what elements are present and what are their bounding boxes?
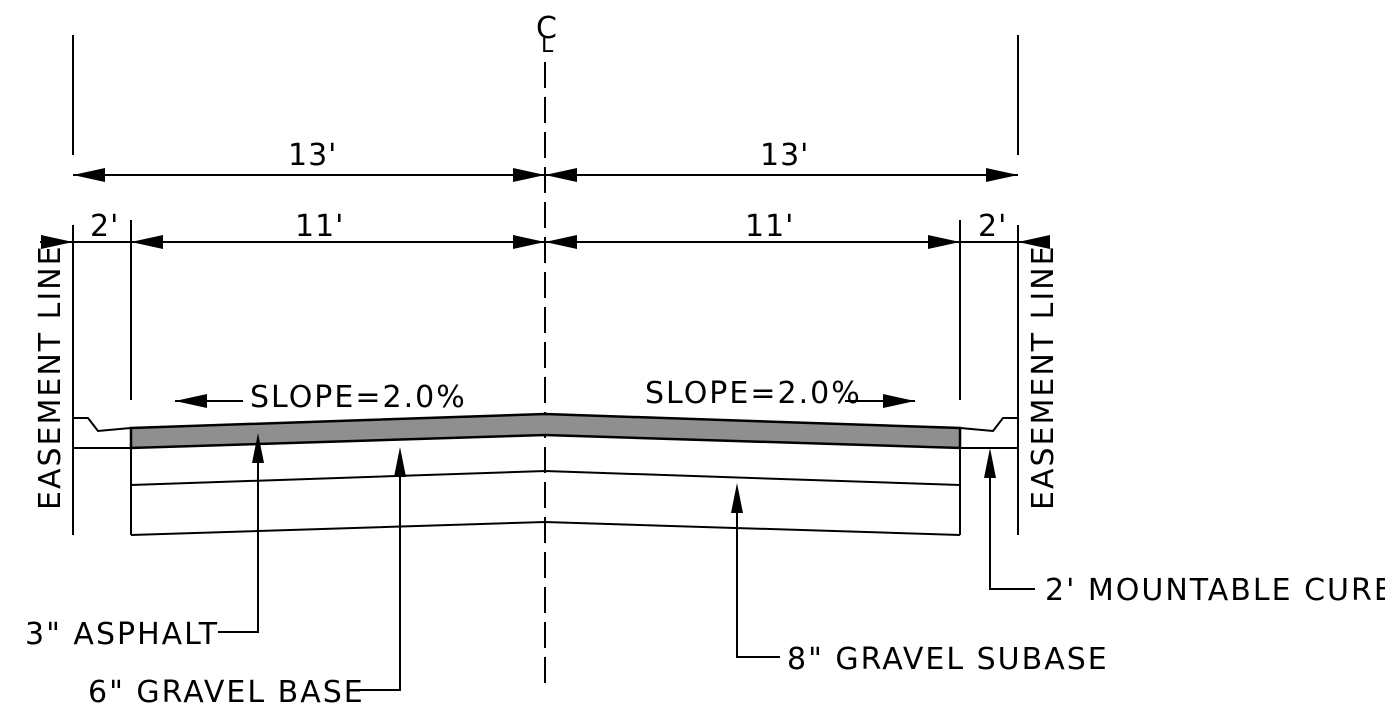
gravel-subbase-bottom [130,520,961,536]
dim-arrow [1018,235,1050,249]
gravel-subbase-leader-arrow [731,483,743,513]
gravel-subbase-callout: 8" GRAVEL SUBASE [787,642,1109,677]
dim-left-lane: 11' [295,209,344,244]
centerline-symbol-c: C [536,11,559,46]
gravel-base-leader [358,455,401,691]
dim-arrow [513,235,545,249]
asphalt-layer [129,412,962,450]
centerline-symbol: C [536,11,559,46]
curb-callout: 2' MOUNTABLE CURB [1045,573,1385,608]
dim-left-half: 13' [288,138,337,173]
curb-leader-arrow [984,448,996,478]
dim-arrow [545,168,577,182]
slope-arrow-left-head [175,394,207,408]
curb-leader [989,455,1035,590]
dim-left-curb: 2' [90,209,119,244]
asphalt-callout: 3" ASPHALT [25,617,219,652]
dim-arrow [545,235,577,249]
easement-label-right: EASEMENT LINE [1026,244,1061,510]
gravel-base-callout: 6" GRAVEL BASE [88,675,365,710]
dim-arrow [41,235,73,249]
slope-arrow-right-head [883,394,915,408]
right-mountable-curb [959,417,1019,449]
dim-right-lane: 11' [745,209,794,244]
gravel-subbase-leader [736,492,780,658]
asphalt-leader-arrow [252,433,264,463]
slope-label-left: SLOPE=2.0% [250,380,467,415]
dim-right-curb: 2' [978,209,1007,244]
slope-label-right: SLOPE=2.0% [645,376,862,411]
dim-arrow [513,168,545,182]
dim-arrow [131,235,163,249]
dim-arrow [986,168,1018,182]
dim-arrow [73,168,105,182]
dim-arrow [928,235,960,249]
left-mountable-curb [72,417,132,449]
easement-label-left: EASEMENT LINE [33,244,68,510]
gravel-base-bottom [130,469,961,486]
asphalt-leader [218,444,259,633]
dim-right-half: 13' [760,138,809,173]
gravel-base-leader-arrow [394,447,406,477]
centerline-symbol-l: L [541,33,555,58]
